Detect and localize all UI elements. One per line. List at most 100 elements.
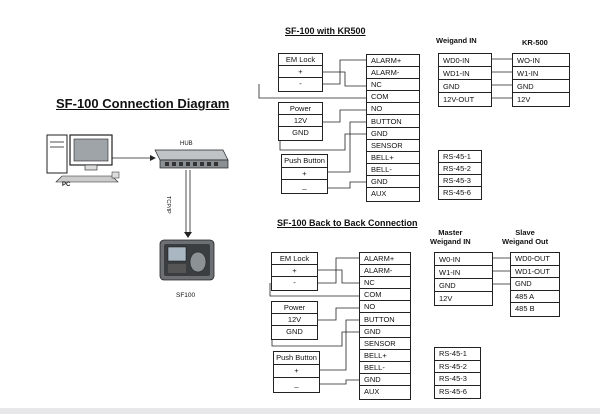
s2-pushbutton-plus: + — [274, 365, 319, 378]
s1-weigand-header: Weigand IN — [436, 36, 477, 45]
s2-wire-lock-minus — [269, 283, 359, 297]
s1-emlock-group: EM Lock + - — [278, 53, 323, 92]
s1-wire-lock-plus — [321, 71, 366, 87]
slave-cell: WD1-OUT — [511, 266, 559, 279]
s1-power-label: Power — [279, 103, 322, 115]
weigand-cell: GND — [439, 80, 491, 93]
weigand-cell: WD0-IN — [439, 54, 491, 67]
master-cell: W1-IN — [435, 266, 492, 279]
s2-pushbutton-minus: _ — [294, 379, 299, 388]
sf100-label: SF100 — [176, 292, 196, 299]
hub-sf100-arrow — [184, 232, 192, 238]
s2-wire-lock-nc — [316, 257, 359, 284]
sf100-device-icon — [159, 239, 215, 281]
rs485-cell: RS-45-3 — [439, 175, 481, 187]
terminal-cell: AUX — [364, 387, 380, 397]
terminal-cell: GND — [360, 326, 410, 338]
master-cell: W0-IN — [435, 253, 492, 266]
terminal-cell: BELL+ — [367, 152, 419, 164]
terminal-cell: BELL+ — [360, 350, 410, 362]
slave-cell: WD0-OUT — [511, 253, 559, 266]
rs485-cell: RS-45-2 — [435, 361, 480, 373]
s1-emlock-plus: + — [279, 66, 322, 78]
rs485-cell: RS-45-6 — [439, 386, 467, 396]
terminal-cell: BUTTON — [367, 116, 419, 128]
pc-label: PC — [62, 182, 71, 188]
s1-kr500-header: KR-500 — [522, 38, 548, 47]
kr500-cell: W1-IN — [513, 67, 569, 80]
terminal-cell: GND — [367, 128, 419, 140]
terminal-cell: SENSOR — [367, 140, 419, 152]
s2-power-label: Power — [272, 302, 317, 314]
weigand-cell: 12V-OUT — [443, 95, 475, 104]
s2-master-header-line2: Weigand IN — [430, 237, 471, 246]
terminal-cell: AUX — [371, 189, 387, 199]
s1-power-group: Power 12V GND — [278, 102, 323, 141]
rs485-cell: RS-45-6 — [443, 188, 471, 197]
s2-power-gnd: GND — [286, 327, 303, 336]
s2-wire-lock-plus — [316, 269, 359, 284]
kr500-cell: 12V — [517, 95, 531, 104]
terminal-cell: NC — [360, 277, 410, 290]
s1-emlock-minus: - — [299, 79, 302, 88]
s1-pushbutton-minus: _ — [302, 181, 307, 190]
section1-title: SF-100 with KR500 — [285, 26, 366, 36]
terminal-cell: BELL- — [360, 362, 410, 374]
s2-wire-power-12v — [316, 307, 359, 321]
s1-wire-button-minus — [325, 181, 366, 189]
s2-emlock-group: EM Lock + - — [271, 252, 318, 291]
slave-cell: 485 A — [511, 291, 559, 304]
s2-wire-button-plus — [318, 319, 359, 371]
section2-title: SF-100 Back to Back Connection — [277, 218, 418, 228]
rs485-cell: RS-45-2 — [439, 163, 481, 175]
s2-slave-header-line2: Weigand Out — [502, 237, 549, 246]
master-cell: 12V — [439, 294, 453, 303]
page-title: SF-100 Connection Diagram — [56, 96, 230, 111]
s2-slave-header: Slave Weigand Out — [502, 228, 548, 246]
s1-power-gnd: GND — [292, 128, 309, 137]
slave-cell: 485 B — [515, 304, 535, 314]
terminal-cell: COM — [360, 289, 410, 302]
s1-power-12v: 12V — [279, 115, 322, 127]
terminal-cell: SENSOR — [360, 338, 410, 350]
rs485-cell: RS-45-3 — [435, 373, 480, 386]
s2-power-group: Power 12V GND — [271, 301, 318, 340]
s2-wire-power-gnd — [271, 331, 359, 347]
s2-emlock-minus: - — [293, 278, 296, 287]
s2-pushbutton-group: Push Button + _ — [273, 351, 320, 393]
terminal-cell: ALARM+ — [360, 253, 410, 266]
s1-wire-power-12v — [321, 109, 366, 123]
terminal-cell: NO — [360, 301, 410, 314]
master-cell: GND — [435, 279, 492, 292]
s1-wire-lock-minus — [258, 84, 366, 99]
terminal-cell: ALARM- — [367, 67, 419, 80]
s2-master-header-line1: Master — [438, 228, 463, 237]
rs485-cell: RS-45-1 — [435, 348, 480, 361]
terminal-cell: NO — [367, 103, 419, 116]
terminal-cell: BUTTON — [360, 314, 410, 326]
tcpip-label: TCP/IP — [165, 196, 171, 214]
s1-pushbutton-label: Push Button — [282, 155, 327, 168]
terminal-cell: GND — [367, 176, 419, 189]
s2-master-header: Master Weigand IN — [430, 228, 471, 246]
kr500-cell: WO-IN — [513, 54, 569, 67]
s2-slave-header-line1: Slave — [515, 228, 535, 237]
s1-pushbutton-plus: + — [282, 168, 327, 180]
bottom-bar — [0, 408, 600, 414]
s1-pushbutton-group: Push Button + _ — [281, 154, 328, 194]
terminal-cell: NC — [367, 79, 419, 92]
kr500-cell: GND — [513, 80, 569, 93]
hub-icon — [154, 149, 229, 169]
terminal-cell: BELL- — [367, 164, 419, 176]
s2-pushbutton-label: Push Button — [274, 352, 319, 365]
hub-label: HUB — [180, 141, 193, 147]
s1-wire-lock-nc — [321, 59, 366, 85]
weigand-cell: WD1-IN — [439, 67, 491, 80]
